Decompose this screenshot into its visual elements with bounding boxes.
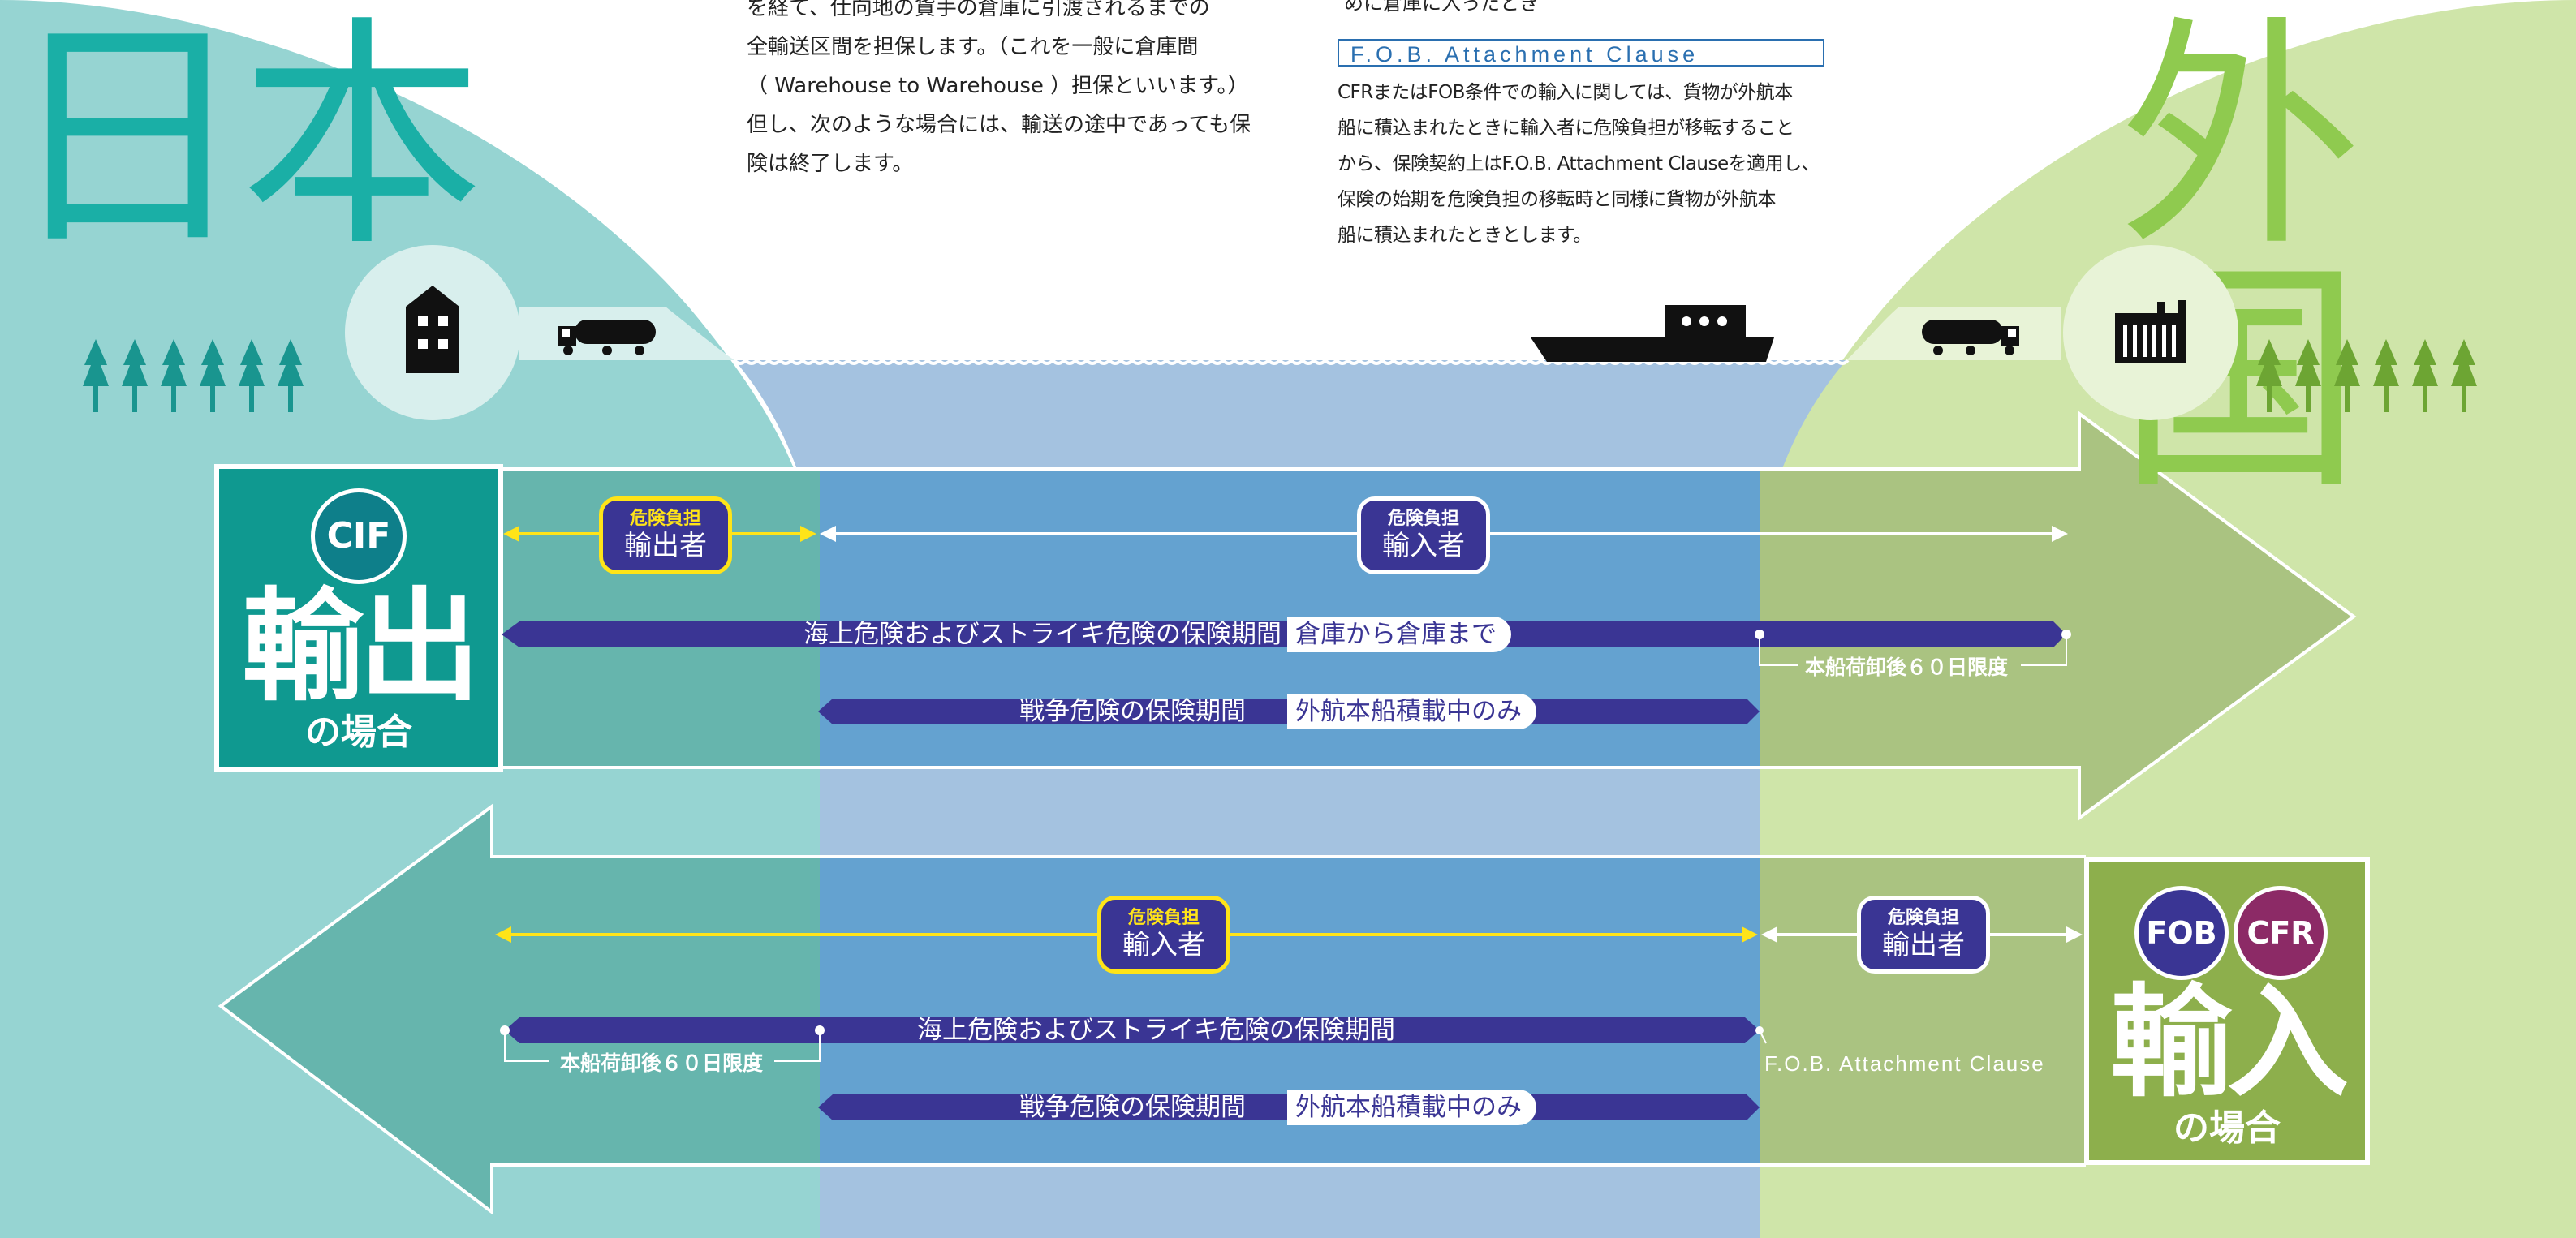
tree-icon — [2295, 339, 2321, 412]
risk-label: 危険負担 — [1887, 908, 1959, 928]
import-war-tag: 外航本船積載中のみ — [1287, 1090, 1536, 1125]
fob-line: 保険の始期を危険負担の移転時と同様に貨物が外航本 — [1338, 189, 1777, 210]
ship-icon — [1531, 305, 1774, 362]
export-limit-note: 本船荷卸後６０日限度 — [1805, 656, 2009, 679]
cif-badge: CIF — [311, 488, 407, 584]
import-subtitle: の場合 — [2173, 1107, 2281, 1149]
factory-icon — [2115, 300, 2186, 363]
cfr-badge: CFR — [2234, 886, 2328, 980]
risk-label: 危険負担 — [1387, 509, 1459, 529]
import-risk-importer: 危険負担 輸入者 — [1097, 896, 1230, 974]
intro-line: 但し、次のような場合には、輸送の途中であっても保 — [747, 113, 1251, 137]
right-top-line: めに倉庫に入ったとき — [1344, 0, 1539, 15]
fob-line: 船に積込まれたときに輸入者に危険負担が移転すること — [1338, 118, 1794, 139]
intro-line: （ Warehouse to Warehouse ）担保といいます。） — [747, 74, 1249, 98]
tree-icon — [2373, 339, 2399, 412]
sea-wave-line — [733, 357, 1850, 365]
export-war-tag: 外航本船積載中のみ — [1287, 694, 1536, 729]
export-risk-importer: 危険負担 輸入者 — [1357, 496, 1490, 574]
cif-export-box: CIF 輸出 の場合 — [214, 464, 503, 772]
fob-line: から、保険契約上はF.O.B. Attachment Clauseを適用し、 — [1338, 153, 1820, 174]
tree-icon — [83, 339, 109, 412]
import-risk-exporter: 危険負担 輸出者 — [1857, 896, 1990, 974]
warehouse-icon — [406, 286, 459, 373]
risk-party: 輸入者 — [1382, 530, 1465, 562]
export-title: 輸出 — [241, 577, 480, 718]
truck-icon — [1922, 320, 2019, 355]
intro-line: 全輸送区間を担保します。（これを一般に倉庫間 — [747, 35, 1199, 59]
fob-badge: FOB — [2134, 886, 2229, 980]
tree-icon — [200, 339, 226, 412]
japan-title: 日本 — [5, 0, 484, 279]
tree-icon — [2256, 339, 2282, 412]
fob-line: CFRまたはFOB条件での輸入に関しては、貨物が外航本 — [1338, 82, 1793, 103]
export-war-label: 戦争危険の保険期間 — [1019, 697, 1246, 726]
risk-party: 輸出者 — [624, 530, 707, 562]
fob-cfr-import-box: FOB CFR 輸入 の場合 — [2084, 857, 2370, 1165]
foreign-title: 外国 — [2118, 0, 2362, 522]
tree-icon — [2451, 339, 2477, 412]
tree-icon — [2412, 339, 2438, 412]
tree-icon — [83, 339, 304, 412]
tree-icon — [161, 339, 187, 412]
export-subtitle: の場合 — [305, 711, 412, 753]
export-marine-label: 海上危険およびストライキ危険の保険期間 — [803, 620, 1282, 649]
fob-line: 船に積込まれたときとします。 — [1338, 225, 1592, 246]
truck-icon — [558, 320, 656, 355]
fob-clause-heading: F.O.B. Attachment Clause — [1338, 39, 1824, 67]
import-marine-label: 海上危険およびストライキ危険の保険期間 — [917, 1016, 1395, 1045]
import-fob-note: F.O.B. Attachment Clause — [1764, 1051, 2045, 1076]
import-limit-note: 本船荷卸後６０日限度 — [560, 1051, 764, 1075]
risk-party: 輸入者 — [1122, 929, 1205, 961]
tree-icon — [239, 339, 265, 412]
tree-icon — [2256, 339, 2477, 412]
intro-text: を経て、仕向地の貨手の倉庫に引渡されるまでの 全輸送区間を担保します。（これを一… — [747, 0, 1266, 183]
risk-label: 危険負担 — [1127, 908, 1200, 928]
tree-icon — [2334, 339, 2360, 412]
risk-label: 危険負担 — [629, 509, 701, 529]
tree-icon — [122, 339, 148, 412]
import-war-label: 戦争危険の保険期間 — [1019, 1093, 1246, 1122]
intro-line: 険は終了します。 — [747, 152, 914, 176]
intro-line: を経て、仕向地の貨手の倉庫に引渡されるまでの — [747, 0, 1210, 20]
export-band-foreign — [1760, 414, 2354, 818]
fob-clause-text: CFRまたはFOB条件での輸入に関しては、貨物が外航本 船に積込まれたときに輸入… — [1338, 75, 1841, 253]
export-marine-tag: 倉庫から倉庫まで — [1287, 617, 1511, 652]
risk-party: 輸出者 — [1882, 929, 1965, 961]
tree-icon — [278, 339, 304, 412]
export-risk-exporter: 危険負担 輸出者 — [599, 496, 732, 574]
import-title: 輸入 — [2109, 973, 2349, 1114]
icon-row — [83, 245, 2477, 420]
